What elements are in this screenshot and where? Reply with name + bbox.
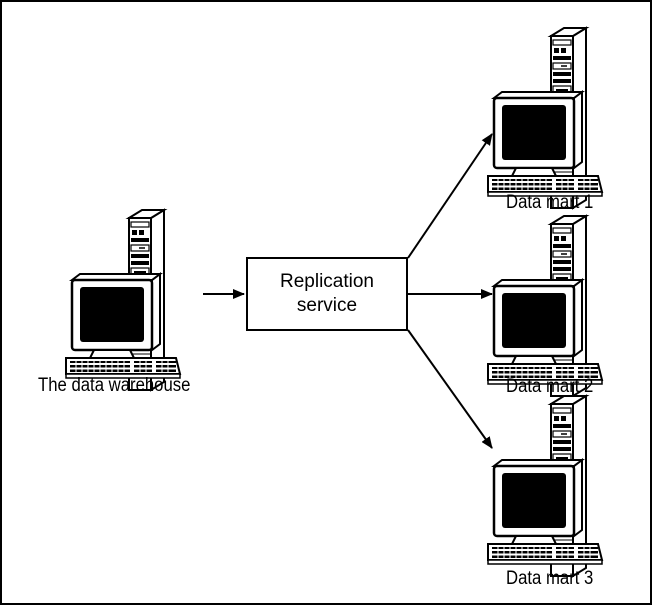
- data-mart-2-computer-icon: [486, 214, 604, 398]
- replication-service-box: Replication service: [246, 257, 408, 331]
- arrow-to-data-mart-1: [407, 133, 493, 259]
- data-mart-1-computer-icon: [486, 26, 604, 210]
- data-mart-3-computer-icon: [486, 394, 604, 578]
- data-mart-3-label: Data mart 3: [506, 568, 594, 589]
- warehouse-computer-icon: [64, 208, 182, 392]
- warehouse-label: The data warehouse: [38, 375, 191, 396]
- replication-service-line2: service: [296, 295, 358, 316]
- data-mart-1-label: Data mart 1: [506, 192, 594, 213]
- data-mart-2-label: Data mart 2: [506, 376, 594, 397]
- arrow-to-data-mart-3: [407, 329, 493, 449]
- replication-service-line1: Replication: [280, 271, 374, 292]
